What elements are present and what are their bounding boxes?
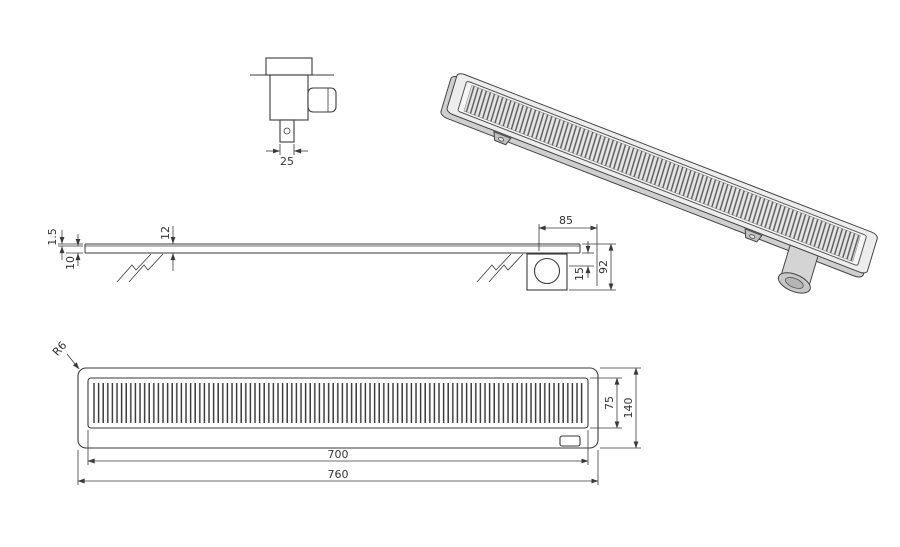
dim-text-140: 140 xyxy=(622,398,635,419)
dim-text-r6: R6 xyxy=(50,339,69,359)
zigzag-line xyxy=(116,253,152,283)
isometric-view xyxy=(429,70,878,315)
dim-text-700: 700 xyxy=(328,448,349,461)
zigzag-line xyxy=(488,253,524,283)
clip-hole xyxy=(749,234,755,239)
dim-text-12: 12 xyxy=(159,226,172,240)
dim-corner-radius: R6 xyxy=(50,339,80,370)
mounting-clip-left xyxy=(492,132,511,146)
dim-channel-depth: 12 xyxy=(159,226,176,271)
siphon-outlet-circle xyxy=(533,257,561,285)
outlet-top-flange xyxy=(265,57,313,76)
dim-grate-width: 75 xyxy=(590,377,622,429)
zigzag-line xyxy=(128,253,164,283)
dim-outlet-neck-width: 25 xyxy=(266,144,308,168)
dim-outlet-height: 92 xyxy=(569,243,616,291)
outlet-side-pipe xyxy=(307,87,337,113)
zigzag-line xyxy=(476,253,512,283)
channel-3d-grate-slots xyxy=(464,85,861,261)
plan-view: R6 75 140 700 760 xyxy=(50,339,641,485)
dim-text-15: 15 xyxy=(573,267,586,281)
dim-text-25: 25 xyxy=(280,155,294,168)
leader-line xyxy=(66,353,80,370)
mounting-clip-right xyxy=(743,229,762,243)
dim-grate-length: 700 xyxy=(87,430,589,465)
dim-text-92: 92 xyxy=(597,260,610,274)
outlet-cross-section-view: 25 xyxy=(250,57,337,168)
dim-text-10: 10 xyxy=(64,256,77,270)
outlet-body xyxy=(269,74,309,121)
break-symbol-right xyxy=(476,253,524,283)
dim-text-85: 85 xyxy=(559,214,573,227)
break-symbol-left xyxy=(116,253,164,283)
side-elevation-view: 1.5 10 12 85 15 xyxy=(46,214,616,291)
dim-edge-height: 10 xyxy=(64,234,83,270)
dim-text-760: 760 xyxy=(328,468,349,481)
dim-channel-width: 140 xyxy=(600,367,641,449)
dim-outlet-inset: 15 xyxy=(569,241,594,281)
dim-flange-thickness: 1.5 xyxy=(46,228,83,260)
clip-hole xyxy=(498,137,504,142)
outlet-neck xyxy=(279,119,295,143)
dim-text-1-5: 1.5 xyxy=(46,228,59,246)
dim-text-75: 75 xyxy=(603,396,616,410)
neck-screw xyxy=(283,127,291,135)
drain-pipe-3d xyxy=(776,244,820,297)
dim-overall-length: 760 xyxy=(77,450,599,485)
plan-outlet-marker xyxy=(559,435,581,447)
dim-outlet-offset: 85 xyxy=(538,214,598,286)
pipe-bore xyxy=(784,275,804,290)
plan-grate-slots xyxy=(93,383,583,423)
